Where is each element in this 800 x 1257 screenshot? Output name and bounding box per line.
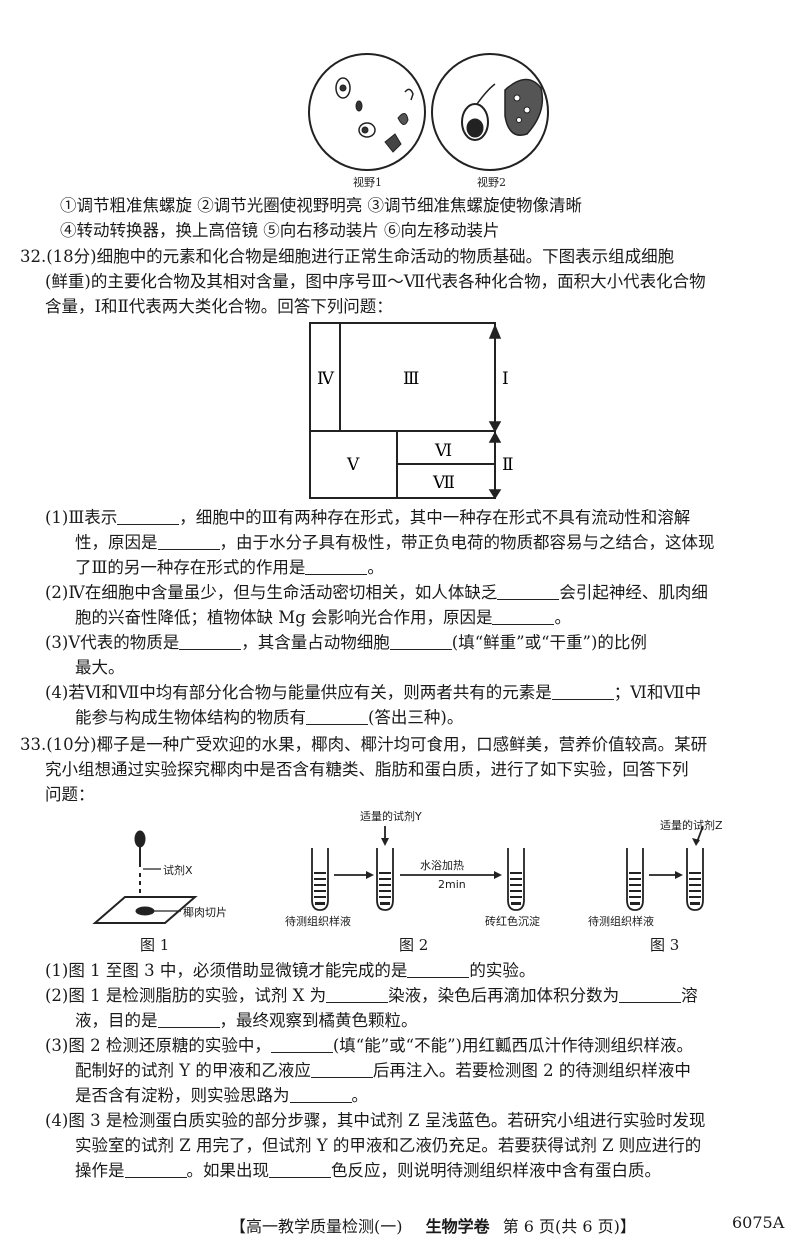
field-1-label: 视野1 bbox=[353, 175, 382, 189]
figure-2-caption: 图 2 bbox=[399, 936, 429, 954]
fig3-reagent-z-label: 适量的试剂Z bbox=[660, 819, 723, 832]
fig2-heat-label: 水浴加热 bbox=[420, 859, 464, 872]
fig2-reagent-y-label: 适量的试剂Y bbox=[360, 810, 422, 823]
q33-sub2-line-2: 液，目的是，最终观察到橘黄色颗粒。 bbox=[75, 1011, 418, 1030]
fig2-sample-label: 待测组织样液 bbox=[285, 915, 351, 928]
q33-sub3-line-1: (3)图 2 检测还原糖的实验中，(填“能”或“不能”)用红瓤西瓜汁作待测组织样… bbox=[45, 1036, 693, 1055]
fig1-slice-label: 椰肉切片 bbox=[183, 906, 227, 919]
q33-stem-line-3: 问题： bbox=[45, 785, 95, 804]
q33-sub4-line-1: (4)图 3 是检测蛋白质实验的部分步骤，其中试剂 Z 呈浅蓝色。若研究小组进行… bbox=[45, 1111, 706, 1130]
q32-sub1-line-3: 了Ⅲ的另一种存在形式的作用是。 bbox=[75, 558, 384, 577]
q32-stem-line-2: (鲜重)的主要化合物及其相对含量，图中序号Ⅲ～Ⅶ代表各种化合物，面积大小代表化合… bbox=[45, 272, 706, 291]
microscope-fields-figure: 视野1 视野2 bbox=[308, 53, 549, 189]
q32-sub4-line-2: 能参与构成生物体结构的物质有(答出三种)。 bbox=[75, 708, 464, 727]
answer-blank[interactable] bbox=[326, 986, 389, 1003]
answer-blank[interactable] bbox=[407, 961, 470, 978]
cells-field-2 bbox=[461, 78, 544, 141]
field-of-view-1 bbox=[308, 53, 426, 171]
q33-sub1-line-1: (1)图 1 至图 3 中，必须借助显微镜才能完成的是的实验。 bbox=[45, 961, 536, 980]
q32-stem-line-3: 含量，Ⅰ和Ⅱ代表两大类化合物。回答下列问题： bbox=[45, 297, 393, 316]
answer-blank[interactable] bbox=[551, 683, 614, 700]
answer-blank[interactable] bbox=[492, 608, 555, 625]
figure-2-sugar-test bbox=[311, 826, 525, 911]
q33-sub4-line-2: 实验室的试剂 Z 用完了，但试剂 Y 的甲液和乙液仍充足。若要获得试剂 Z 则应… bbox=[75, 1136, 702, 1155]
q33-sub4-line-3: 操作是。如果出现色反应，则说明待测组织样液中含有蛋白质。 bbox=[75, 1161, 661, 1180]
figure-1-caption: 图 1 bbox=[140, 936, 170, 954]
q31-options-line-1: ①调节粗准焦螺旋 ②调节光圈使视野明亮 ③调节细准焦螺旋使物像清晰 bbox=[60, 196, 582, 215]
q32-stem-line-1: 32.(18分)细胞中的元素和化合物是细胞进行正常生命活动的物质基础。下图表示组… bbox=[20, 247, 675, 266]
label-group-I: Ⅰ bbox=[502, 369, 509, 389]
label-compound-VI: Ⅵ bbox=[434, 441, 452, 461]
answer-blank[interactable] bbox=[117, 508, 180, 525]
q32-sub1-line-1: (1)Ⅲ表示，细胞中的Ⅲ有两种存在形式，其中一种存在形式不具有流动性和溶解 bbox=[45, 508, 691, 527]
label-group-II: Ⅱ bbox=[502, 455, 514, 475]
footer-code: 6075A bbox=[732, 1213, 785, 1232]
q32-sub3-line-2: 最大。 bbox=[75, 658, 125, 677]
answer-blank[interactable] bbox=[389, 633, 452, 650]
answer-blank[interactable] bbox=[619, 986, 682, 1003]
q33-stem-line-1: 33.(10分)椰子是一种广受欢迎的水果，椰肉、椰汁均可食用，口感鲜美，营养价值… bbox=[20, 735, 708, 754]
cells-field-1 bbox=[335, 77, 414, 153]
footer-subject: 生物学卷 bbox=[425, 1217, 490, 1236]
field-of-view-2 bbox=[431, 53, 549, 171]
figure-3-caption: 图 3 bbox=[650, 936, 680, 954]
answer-blank[interactable] bbox=[124, 1161, 187, 1178]
q32-sub2-line-2: 胞的兴奋性降低；植物体缺 Mg 会影响光合作用，原因是。 bbox=[75, 608, 571, 627]
footer-page-number: 第 6 页(共 6 页)】 bbox=[502, 1217, 636, 1236]
q33-sub2-line-1: (2)图 1 是检测脂肪的实验，试剂 X 为染液，染色后再滴加体积分数为溶 bbox=[45, 986, 698, 1005]
figure-1-fat-test bbox=[92, 830, 198, 924]
answer-blank[interactable] bbox=[305, 558, 368, 575]
compound-area-diagram: Ⅳ Ⅲ Ⅴ Ⅵ Ⅶ Ⅰ Ⅱ bbox=[309, 322, 514, 500]
label-compound-VII: Ⅶ bbox=[432, 473, 455, 493]
q32-sub1-line-2: 性，原因是，由于水分子具有极性，带正负电荷的物质都容易与之结合，这体现 bbox=[75, 533, 715, 552]
q32-sub2-line-1: (2)Ⅳ在细胞中含量虽少，但与生命活动密切相关，如人体缺乏会引起神经、肌肉细 bbox=[45, 583, 708, 602]
answer-blank[interactable] bbox=[310, 1061, 373, 1078]
answer-blank[interactable] bbox=[157, 1011, 220, 1028]
answer-blank[interactable] bbox=[497, 583, 560, 600]
label-compound-IV: Ⅳ bbox=[317, 369, 335, 389]
fig2-time-label: 2min bbox=[438, 878, 466, 891]
answer-blank[interactable] bbox=[179, 633, 242, 650]
answer-blank[interactable] bbox=[306, 708, 368, 725]
q33-sub3-line-3: 是否含有淀粉，则实验思路为。 bbox=[75, 1086, 368, 1105]
answer-blank[interactable] bbox=[269, 1161, 331, 1178]
fig2-result-label: 砖红色沉淀 bbox=[485, 915, 540, 928]
q33-stem-line-2: 究小组想通过实验探究椰肉中是否含有糖类、脂肪和蛋白质，进行了如下实验，回答下列 bbox=[45, 760, 689, 779]
label-compound-V: Ⅴ bbox=[346, 455, 360, 475]
q31-options-line-2: ④转动转换器，换上高倍镜 ⑤向右移动装片 ⑥向左移动装片 bbox=[60, 221, 500, 240]
answer-blank[interactable] bbox=[289, 1086, 352, 1103]
footer-exam-title: 【高一教学质量检测(一) bbox=[230, 1217, 403, 1236]
fig3-sample-label: 待测组织样液 bbox=[588, 915, 654, 928]
q32-sub4-line-1: (4)若Ⅵ和Ⅶ中均有部分化合物与能量供应有关，则两者共有的元素是；Ⅵ和Ⅶ中 bbox=[45, 683, 702, 702]
fig1-reagent-x-label: 试剂X bbox=[163, 864, 193, 877]
answer-blank[interactable] bbox=[157, 533, 220, 550]
figure-3-protein-test bbox=[626, 825, 704, 911]
field-2-label: 视野2 bbox=[477, 175, 506, 189]
label-compound-III: Ⅲ bbox=[403, 369, 419, 389]
q33-sub3-line-2: 配制好的试剂 Y 的甲液和乙液应后再注入。若要检测图 2 的待测组织样液中 bbox=[75, 1061, 691, 1080]
answer-blank[interactable] bbox=[270, 1036, 333, 1053]
q32-sub3-line-1: (3)Ⅴ代表的物质是，其含量占动物细胞(填“鲜重”或“干重”)的比例 bbox=[45, 633, 647, 652]
page-footer: 【高一教学质量检测(一) 生物学卷 第 6 页(共 6 页)】 bbox=[230, 1213, 636, 1237]
